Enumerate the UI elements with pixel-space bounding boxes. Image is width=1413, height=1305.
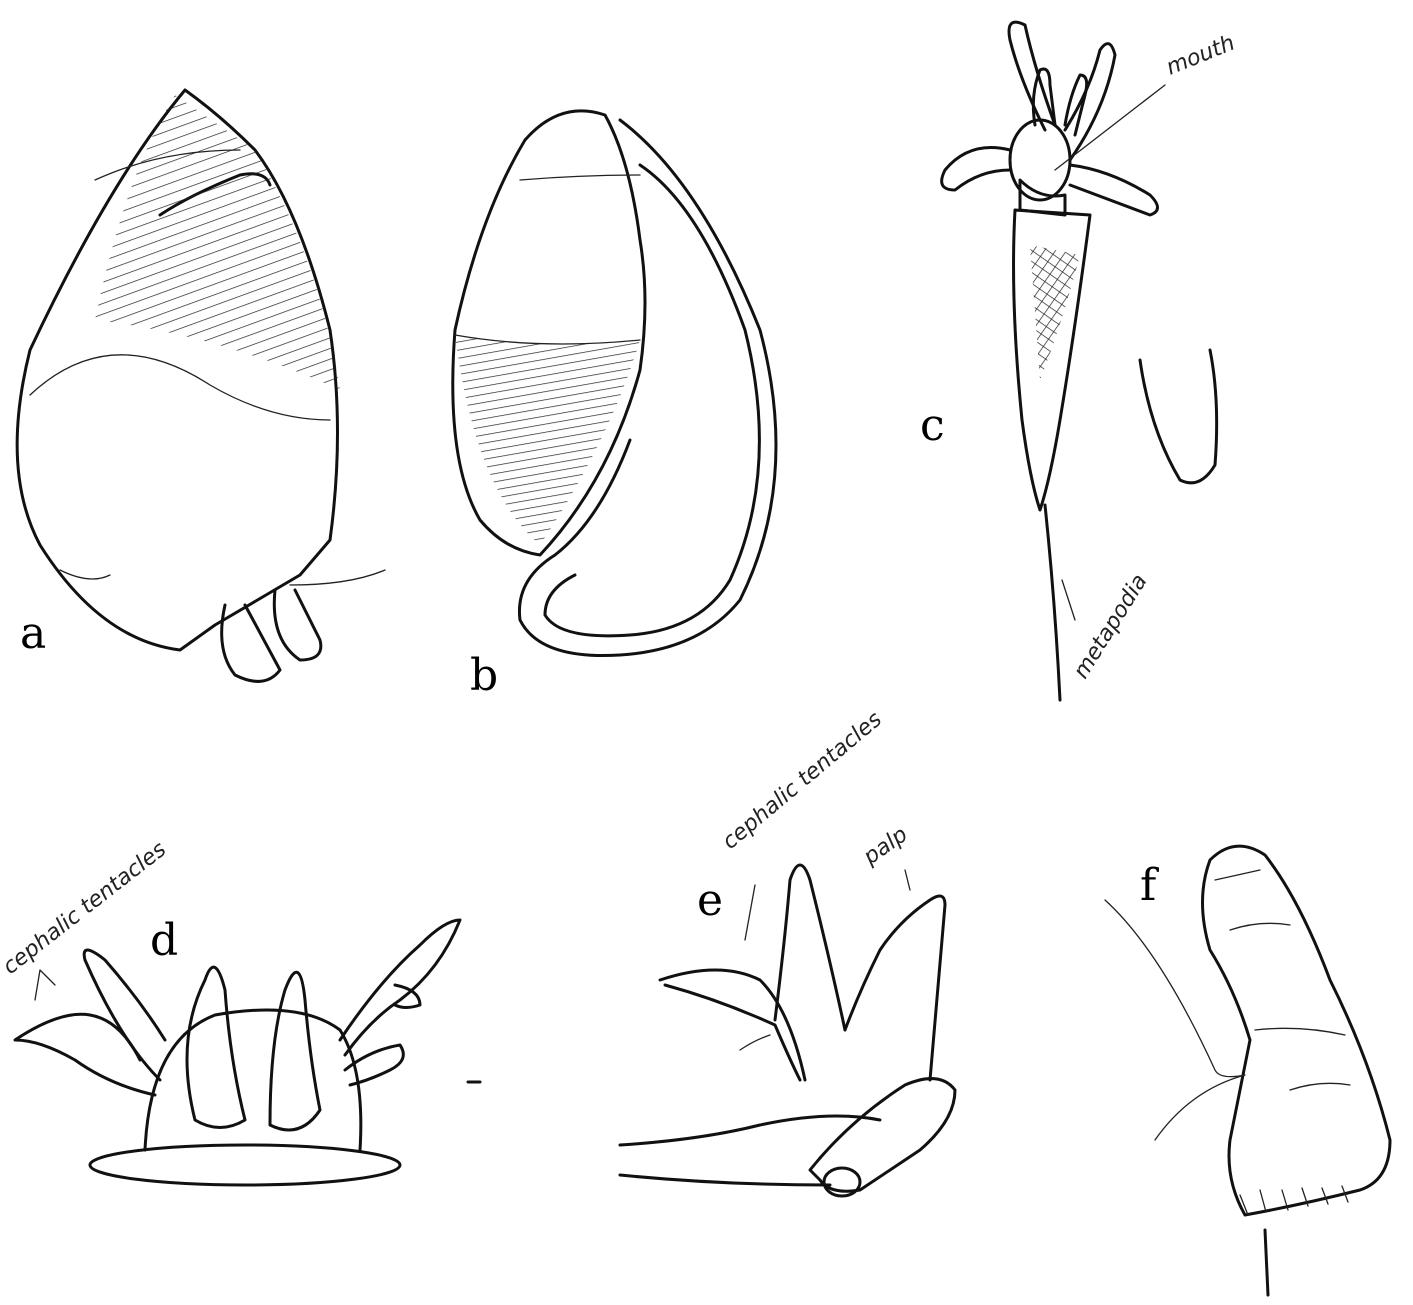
panel-e-letter: e	[697, 875, 723, 926]
label-palp: palp	[858, 822, 912, 870]
panel-e-head-drawing	[620, 865, 955, 1196]
panel-d-head-drawing	[15, 920, 460, 1185]
panel-d-letter: d	[150, 915, 178, 966]
panel-b-shell-drawing	[450, 111, 776, 656]
panel-b-letter: b	[470, 650, 498, 701]
panel-a-shell-drawing	[17, 90, 385, 681]
leader-d-tentacles	[35, 970, 55, 1000]
label-e-cephalic-tentacles: cephalic tentacles	[718, 707, 887, 855]
panel-c-letter: c	[920, 400, 945, 451]
leader-palp	[905, 870, 910, 890]
label-mouth: mouth	[1163, 31, 1239, 81]
leader-e-tentacles	[745, 885, 755, 940]
panel-f-foot-drawing	[1105, 846, 1390, 1295]
panel-c-larva-drawing	[942, 22, 1217, 700]
panel-a-letter: a	[20, 608, 46, 659]
label-metapodia: metapodia	[1069, 570, 1153, 683]
panel-f-letter: f	[1140, 860, 1159, 911]
